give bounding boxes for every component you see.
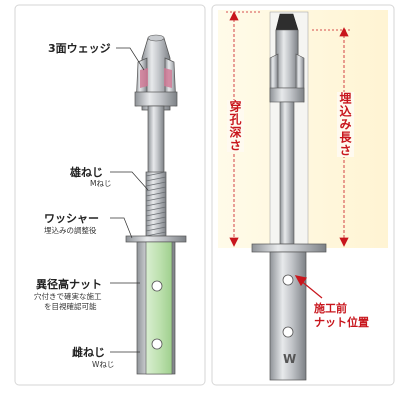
- wedge-label: 3面ウェッジ: [48, 42, 111, 55]
- wedge: [134, 57, 178, 107]
- female-thread-sublabel: Wねじ: [92, 360, 115, 369]
- nut-position-label-2: ナット位置: [314, 316, 369, 329]
- nut: [136, 241, 176, 375]
- nut-label: 異径高ナット: [36, 278, 102, 291]
- embed-length-label: 埋込み長さ: [337, 92, 354, 157]
- nut-sublabel-1: 穴付きで確実な施工: [34, 292, 102, 301]
- drill-depth-label: 穿孔深さ: [227, 100, 244, 152]
- left-panel: [14, 4, 206, 386]
- washer: [125, 235, 187, 243]
- washer-label: ワッシャー: [44, 212, 99, 225]
- male-thread-label: 雄ねじ: [70, 166, 103, 179]
- nut-sublabel-2: を目視確認可能: [44, 302, 97, 311]
- washer-sublabel: 埋込みの調整役: [44, 226, 97, 235]
- nut-position-arrow: [294, 275, 323, 299]
- male-thread: [145, 171, 167, 237]
- leader-lines: [110, 47, 149, 353]
- nut-position-label-1: 施工前: [314, 302, 347, 315]
- male-thread-sublabel: Mねじ: [90, 179, 112, 188]
- nut-w-mark: W: [283, 352, 297, 366]
- female-thread-label: 雌ねじ: [72, 346, 105, 359]
